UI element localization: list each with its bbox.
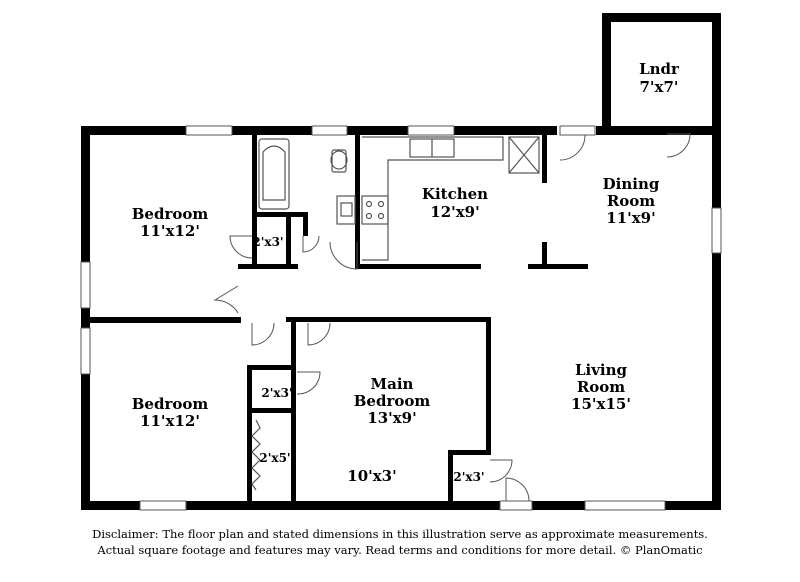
kitchen-size: 12'x9'	[430, 203, 479, 221]
dining-name-2: Room	[607, 192, 655, 210]
disclaimer-line-2: Actual square footage and features may v…	[97, 543, 703, 557]
sink-icon	[336, 195, 356, 225]
room-labels: Lndr 7'x7' Kitchen 12'x9' Dining Room 11…	[132, 60, 680, 485]
bedroom-top-size: 11'x12'	[140, 222, 200, 240]
laundry-name: Lndr	[639, 60, 680, 78]
laundry-size: 7'x7'	[639, 78, 678, 96]
stove-icon	[361, 195, 389, 225]
bed-closet-size: 2'x3'	[261, 386, 292, 400]
exterior-walls	[81, 13, 721, 510]
dining-size: 11'x9'	[606, 209, 655, 227]
doors	[213, 133, 691, 502]
bedroom-bottom-name: Bedroom	[132, 395, 209, 413]
main-bedroom-size: 13'x9'	[367, 409, 416, 427]
main-bedroom-name-2: Bedroom	[354, 392, 431, 410]
fridge-icon	[508, 136, 540, 174]
disclaimer-line-1: Disclaimer: The floor plan and stated di…	[92, 527, 708, 541]
main-closet-wide-size: 10'x3'	[347, 467, 396, 485]
bifold-door	[251, 419, 261, 491]
living-name-1: Living	[575, 361, 628, 379]
bed-closet-long-size: 2'x5'	[259, 451, 290, 465]
living-name-2: Room	[577, 378, 625, 396]
dining-name-1: Dining	[603, 175, 660, 193]
living-size: 15'x15'	[571, 395, 631, 413]
kitchen-counter	[362, 136, 504, 261]
bedroom-top-name: Bedroom	[132, 205, 209, 223]
windows	[80, 125, 722, 511]
main-closet-size: 2'x3'	[453, 470, 484, 484]
hall-closet-size: 2'x3'	[252, 235, 283, 249]
fixtures	[251, 136, 540, 491]
interior-walls	[81, 128, 713, 510]
bathtub-icon	[258, 138, 290, 210]
kitchen-name: Kitchen	[422, 185, 488, 203]
bedroom-bottom-size: 11'x12'	[140, 412, 200, 430]
main-bedroom-name-1: Main	[371, 375, 414, 393]
toilet-icon	[331, 149, 347, 173]
